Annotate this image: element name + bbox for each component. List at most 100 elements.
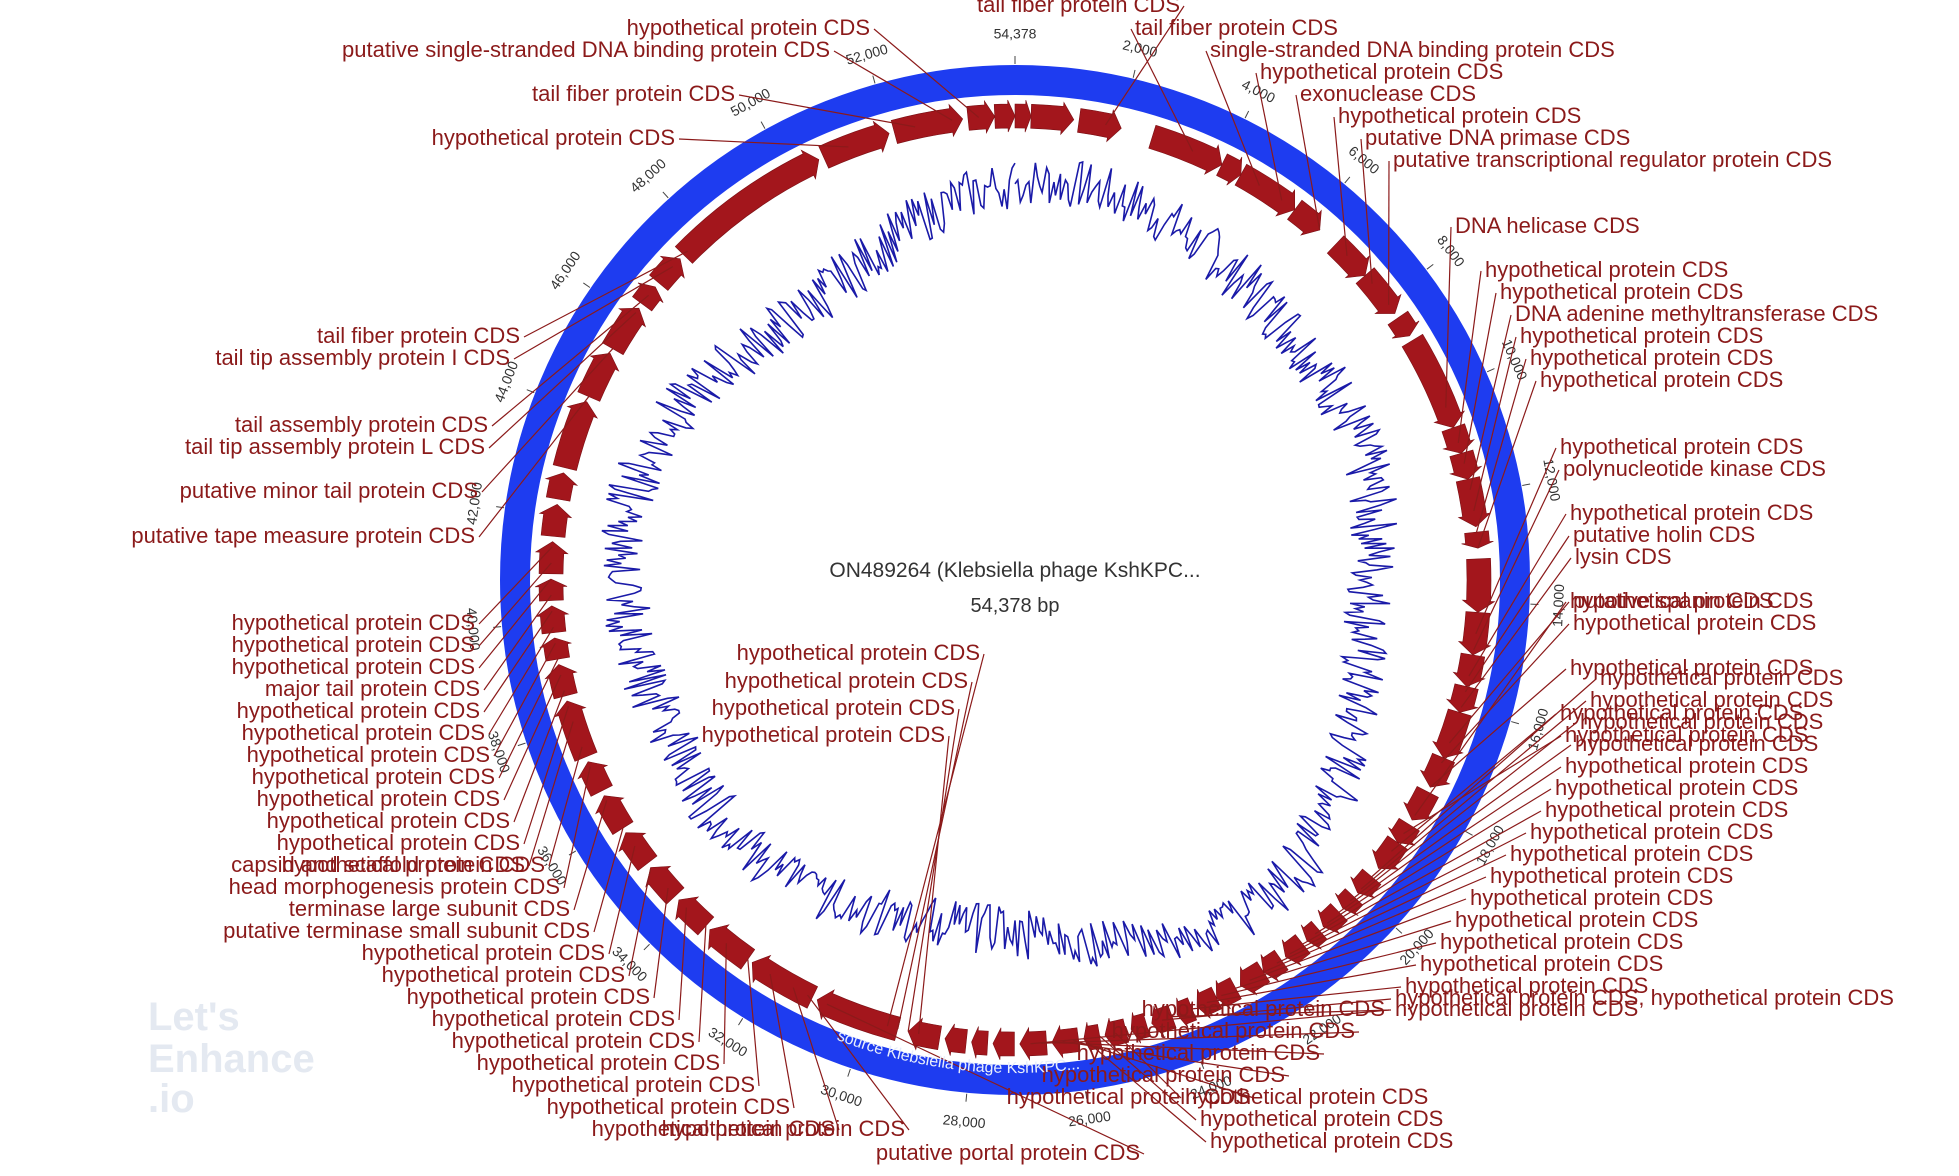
cds-arrow[interactable] xyxy=(632,282,664,312)
feature-label[interactable]: hypothetical protein CDS xyxy=(267,808,510,833)
cds-arrow[interactable] xyxy=(1441,423,1475,454)
feature-label[interactable]: putative DNA primase CDS xyxy=(1365,125,1630,150)
feature-label[interactable]: hypothetical protein CDS xyxy=(512,1072,755,1097)
cds-arrow[interactable] xyxy=(1452,652,1486,687)
feature-label[interactable]: terminase large subunit CDS xyxy=(289,896,570,921)
feature-label[interactable]: hypothetical protein CDS xyxy=(1042,1062,1285,1087)
feature-label[interactable]: hypothetical protein CDS xyxy=(712,695,955,720)
feature-label[interactable]: hypothetical protein CDS xyxy=(1470,885,1713,910)
cds-arrow[interactable] xyxy=(535,605,570,635)
cds-arrow[interactable] xyxy=(1388,817,1420,846)
feature-label[interactable]: DNA adenine methyltransferase CDS xyxy=(1515,301,1878,326)
cds-arrow[interactable] xyxy=(1445,683,1479,713)
cds-arrow[interactable] xyxy=(971,1026,989,1059)
cds-arrow[interactable] xyxy=(1317,903,1348,934)
feature-label[interactable]: hypothetical protein CDS xyxy=(1185,1084,1428,1109)
feature-label[interactable]: head morphogenesis protein CDS xyxy=(229,874,560,899)
feature-label[interactable]: hypothetical protein CDS xyxy=(1440,929,1683,954)
feature-label[interactable]: hypothetical protein CDS xyxy=(1573,610,1816,635)
cds-arrow[interactable] xyxy=(601,307,647,356)
feature-label[interactable]: hypothetical protein CDS xyxy=(1007,1084,1250,1109)
cds-arrow[interactable] xyxy=(544,664,578,700)
feature-label[interactable]: putative minor tail protein CDS xyxy=(180,478,478,503)
cds-arrow[interactable] xyxy=(1130,1012,1151,1044)
feature-label[interactable]: hypothetical protein CDS xyxy=(477,1050,720,1075)
cds-arrow[interactable] xyxy=(552,401,599,471)
cds-arrow[interactable] xyxy=(944,1023,968,1056)
cds-arrow[interactable] xyxy=(1287,199,1322,236)
feature-label[interactable]: hypothetical protein CDS xyxy=(362,940,605,965)
feature-label[interactable]: hypothetical protein CDS xyxy=(1560,434,1803,459)
feature-label[interactable]: hypothetical protein CDS xyxy=(1530,819,1773,844)
cds-arrow[interactable] xyxy=(708,924,756,970)
feature-label[interactable]: hypothetical protein CDS xyxy=(1500,279,1743,304)
feature-label[interactable]: hypothetical protein CDS xyxy=(1570,655,1813,680)
feature-label[interactable]: hypothetical protein CDS xyxy=(1570,588,1813,613)
feature-label[interactable]: hypothetical protein CDS xyxy=(1540,367,1783,392)
feature-label[interactable]: DNA helicase CDS xyxy=(1455,213,1640,238)
cds-arrow[interactable] xyxy=(1457,611,1492,656)
feature-label[interactable]: hypothetical protein CDS xyxy=(247,742,490,767)
cds-arrow[interactable] xyxy=(818,120,890,169)
cds-arrow[interactable] xyxy=(907,1017,942,1051)
feature-label[interactable]: hypothetical protein CDS xyxy=(252,764,495,789)
feature-label[interactable]: lysin CDS xyxy=(1575,544,1672,569)
feature-label[interactable]: tail fiber protein CDS xyxy=(1135,15,1338,40)
feature-label[interactable]: hypothetical protein CDS xyxy=(592,1116,835,1141)
cds-arrow[interactable] xyxy=(675,896,715,936)
cds-arrow[interactable] xyxy=(534,541,569,575)
feature-label[interactable]: capsid and scaffold protein CDS xyxy=(231,852,545,877)
cds-arrow[interactable] xyxy=(1350,868,1382,899)
feature-label[interactable]: hypothetical protein CDS xyxy=(627,15,870,40)
cds-arrow[interactable] xyxy=(890,103,964,144)
feature-label[interactable]: hypothetical protein CDS xyxy=(432,1006,675,1031)
cds-arrow[interactable] xyxy=(1387,310,1420,339)
feature-label[interactable]: hypothetical protein CDS xyxy=(232,610,475,635)
feature-label[interactable]: exonuclease CDS xyxy=(1300,81,1476,106)
feature-label[interactable]: putative holin CDS xyxy=(1573,522,1755,547)
cds-arrow[interactable] xyxy=(1432,708,1472,759)
feature-label[interactable]: hypothetical protein CDS xyxy=(1260,59,1503,84)
cds-arrow[interactable] xyxy=(1176,997,1198,1028)
cds-arrow[interactable] xyxy=(1216,153,1243,186)
feature-label[interactable]: hypothetical protein CDS xyxy=(702,722,945,747)
cds-arrow[interactable] xyxy=(649,255,685,291)
feature-label[interactable]: hypothetical protein CDS xyxy=(277,830,520,855)
feature-label[interactable]: hypothetical protein CDS xyxy=(1510,841,1753,866)
cds-arrow[interactable] xyxy=(1461,557,1496,613)
feature-label[interactable]: putative spanin CDS xyxy=(1573,588,1774,613)
cds-arrow[interactable] xyxy=(539,637,572,662)
feature-label[interactable]: hypothetical protein CDS xyxy=(232,632,475,657)
cds-arrow[interactable] xyxy=(993,99,1016,133)
feature-label[interactable]: hypothetical protein CDS xyxy=(1555,775,1798,800)
feature-label[interactable]: hypothetical protein CDS xyxy=(1338,103,1581,128)
feature-label[interactable]: hypothetical protein CDS xyxy=(1580,709,1823,734)
feature-label[interactable]: hypothetical protein CDS xyxy=(1395,996,1638,1021)
feature-label[interactable]: putative tape measure protein CDS xyxy=(131,523,475,548)
feature-label[interactable]: hypothetical protein CDS xyxy=(232,654,475,679)
cds-arrow[interactable] xyxy=(1355,267,1402,314)
feature-label[interactable]: tail assembly protein CDS xyxy=(235,412,488,437)
feature-label[interactable]: tail fiber protein CDS xyxy=(977,0,1180,17)
feature-label[interactable]: hypothetical protein CDS xyxy=(1485,257,1728,282)
cds-arrow[interactable] xyxy=(992,1027,1015,1060)
feature-label[interactable]: hypothetical protein CDS xyxy=(1420,951,1663,976)
feature-label[interactable]: hypothetical protein CDS xyxy=(1455,907,1698,932)
cds-arrow[interactable] xyxy=(645,865,685,905)
cds-arrow[interactable] xyxy=(544,472,579,502)
feature-label[interactable]: tail tip assembly protein I CDS xyxy=(215,345,510,370)
feature-label[interactable]: hypothetical protein CDS xyxy=(242,720,485,745)
cds-arrow[interactable] xyxy=(1372,835,1408,870)
cds-arrow[interactable] xyxy=(1014,100,1032,133)
feature-label[interactable]: hypothetical protein CDS xyxy=(1565,722,1808,747)
cds-arrow[interactable] xyxy=(1401,333,1466,429)
feature-label[interactable]: hypothetical protein CDS xyxy=(407,984,650,1009)
feature-label[interactable]: hypothetical protein CDS xyxy=(382,962,625,987)
cds-arrow[interactable] xyxy=(1234,163,1296,217)
feature-label[interactable]: tail tip assembly protein L CDS xyxy=(185,434,485,459)
feature-label[interactable]: putative transcriptional regulator prote… xyxy=(1393,147,1832,172)
feature-label[interactable]: hypothetical protein CDS xyxy=(1600,665,1843,690)
cds-arrow[interactable] xyxy=(577,353,620,402)
feature-label[interactable]: single-stranded DNA binding protein CDS xyxy=(1210,37,1615,62)
feature-label[interactable]: hypothetical protein CDS xyxy=(1545,797,1788,822)
